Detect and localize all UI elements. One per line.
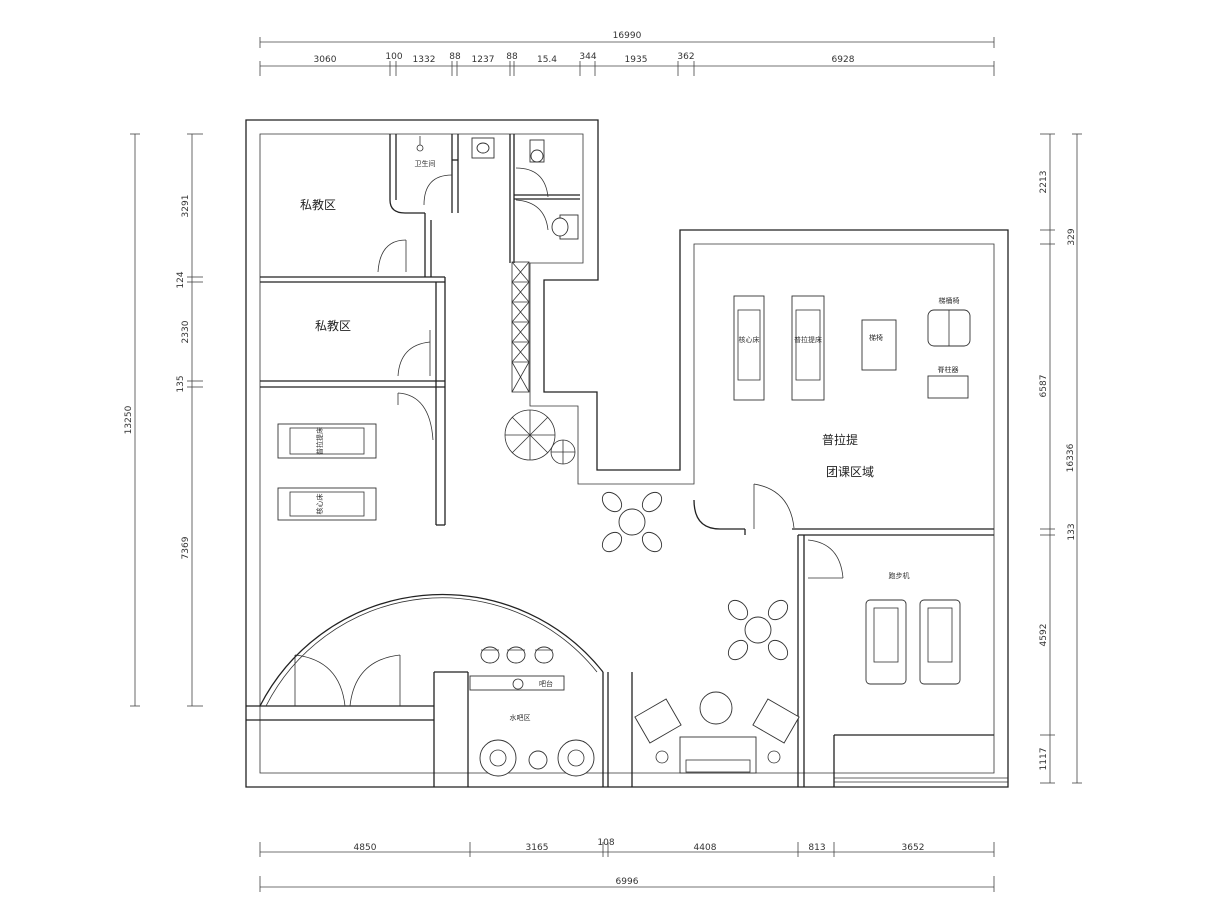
lounge-furniture — [634, 691, 800, 774]
dim-top-11: 6928 — [832, 55, 855, 65]
equipment-ladder-barrel — [927, 309, 971, 347]
arc-wall — [259, 593, 604, 707]
equipment-spine-corrector — [927, 375, 969, 399]
dim-top-6: 88 — [506, 52, 518, 62]
dim-left-5: 7369 — [181, 536, 191, 559]
dim-top-3: 1332 — [413, 55, 436, 65]
plant-icon — [504, 409, 576, 465]
outer-walls — [245, 119, 1009, 788]
equipment-reformer-bed — [791, 295, 825, 401]
top-dimensions: 16990 3060 100 1332 88 1237 88 15.4 344 … — [259, 31, 995, 76]
bar-stools — [480, 646, 554, 664]
label-core-bed: 核心床 — [739, 335, 760, 344]
table-set-lower — [727, 599, 789, 661]
stair-grid — [511, 261, 530, 393]
dim-bottom-4: 4408 — [694, 843, 717, 853]
dim-right-2: 329 — [1067, 228, 1077, 245]
dim-left-total: 13250 — [124, 405, 134, 434]
dim-top-9: 1935 — [625, 55, 648, 65]
equipment-core-bed — [733, 295, 765, 401]
right-dimensions: 16336 2213 329 6587 133 4592 1117 — [1039, 133, 1082, 784]
dim-bottom-2: 3165 — [526, 843, 549, 853]
room-label-private-2: 私教区 — [315, 318, 351, 333]
dim-right-6: 1117 — [1039, 748, 1049, 771]
label-ladder-barrel: 梯桶椅 — [939, 296, 960, 305]
dim-top-5: 1237 — [472, 55, 495, 65]
room-label-treadmill: 跑步机 — [889, 571, 910, 580]
equipment-core-bed-left — [277, 487, 377, 521]
label-spine-corrector: 脊柱器 — [938, 365, 959, 374]
dim-right-total: 16336 — [1066, 443, 1076, 472]
bottom-dimensions: 4850 3165 108 4408 813 3652 6996 — [259, 838, 995, 892]
room-label-bar-counter: 吧台 — [539, 679, 553, 688]
dim-left-1: 3291 — [181, 195, 191, 218]
equipment-chair — [861, 319, 897, 371]
label-core-bed-left: 核心床 — [315, 494, 324, 515]
dim-left-2: 124 — [176, 271, 186, 288]
dim-left-4: 135 — [176, 375, 186, 392]
dim-top-2: 100 — [385, 52, 402, 62]
interior-walls — [246, 134, 994, 787]
dim-top-4: 88 — [449, 52, 461, 62]
room-label-restroom: 卫生间 — [415, 159, 436, 168]
dim-top-10: 362 — [677, 52, 694, 62]
dim-left-3: 2330 — [181, 320, 191, 343]
dim-top-total: 16990 — [613, 31, 642, 41]
bar-counter — [469, 675, 565, 691]
dim-bottom-total: 6996 — [616, 877, 639, 887]
dim-bottom-6: 3652 — [902, 843, 925, 853]
dim-bottom-1: 4850 — [354, 843, 377, 853]
table-set-upper — [601, 491, 663, 553]
dim-bottom-3: 108 — [597, 838, 614, 848]
water-bar-furniture — [479, 739, 595, 777]
dim-top-7: 15.4 — [537, 55, 557, 65]
room-label-water-bar: 水吧区 — [510, 713, 531, 722]
window — [834, 777, 1008, 783]
doors — [294, 167, 844, 707]
dim-right-3: 6587 — [1039, 375, 1049, 398]
dim-bottom-5: 813 — [808, 843, 825, 853]
room-label-pilates: 普拉提 — [822, 432, 858, 447]
room-label-private-1: 私教区 — [300, 197, 336, 212]
treadmills — [865, 599, 961, 685]
equipment-reformer-left — [277, 423, 377, 459]
restroom-fixtures — [416, 136, 579, 240]
label-chair: 梯椅 — [869, 333, 883, 342]
label-reformer-left: 普拉提床 — [315, 427, 324, 455]
dim-right-5: 4592 — [1039, 624, 1049, 647]
dim-right-1: 2213 — [1039, 171, 1049, 194]
dim-top-1: 3060 — [314, 55, 337, 65]
left-dimensions: 13250 3291 124 2330 135 7369 — [124, 133, 203, 707]
dim-top-8: 344 — [579, 52, 596, 62]
dim-right-4: 133 — [1067, 523, 1077, 540]
room-label-group-class: 团课区域 — [826, 465, 874, 479]
label-reformer-bed: 普拉提床 — [794, 335, 822, 344]
